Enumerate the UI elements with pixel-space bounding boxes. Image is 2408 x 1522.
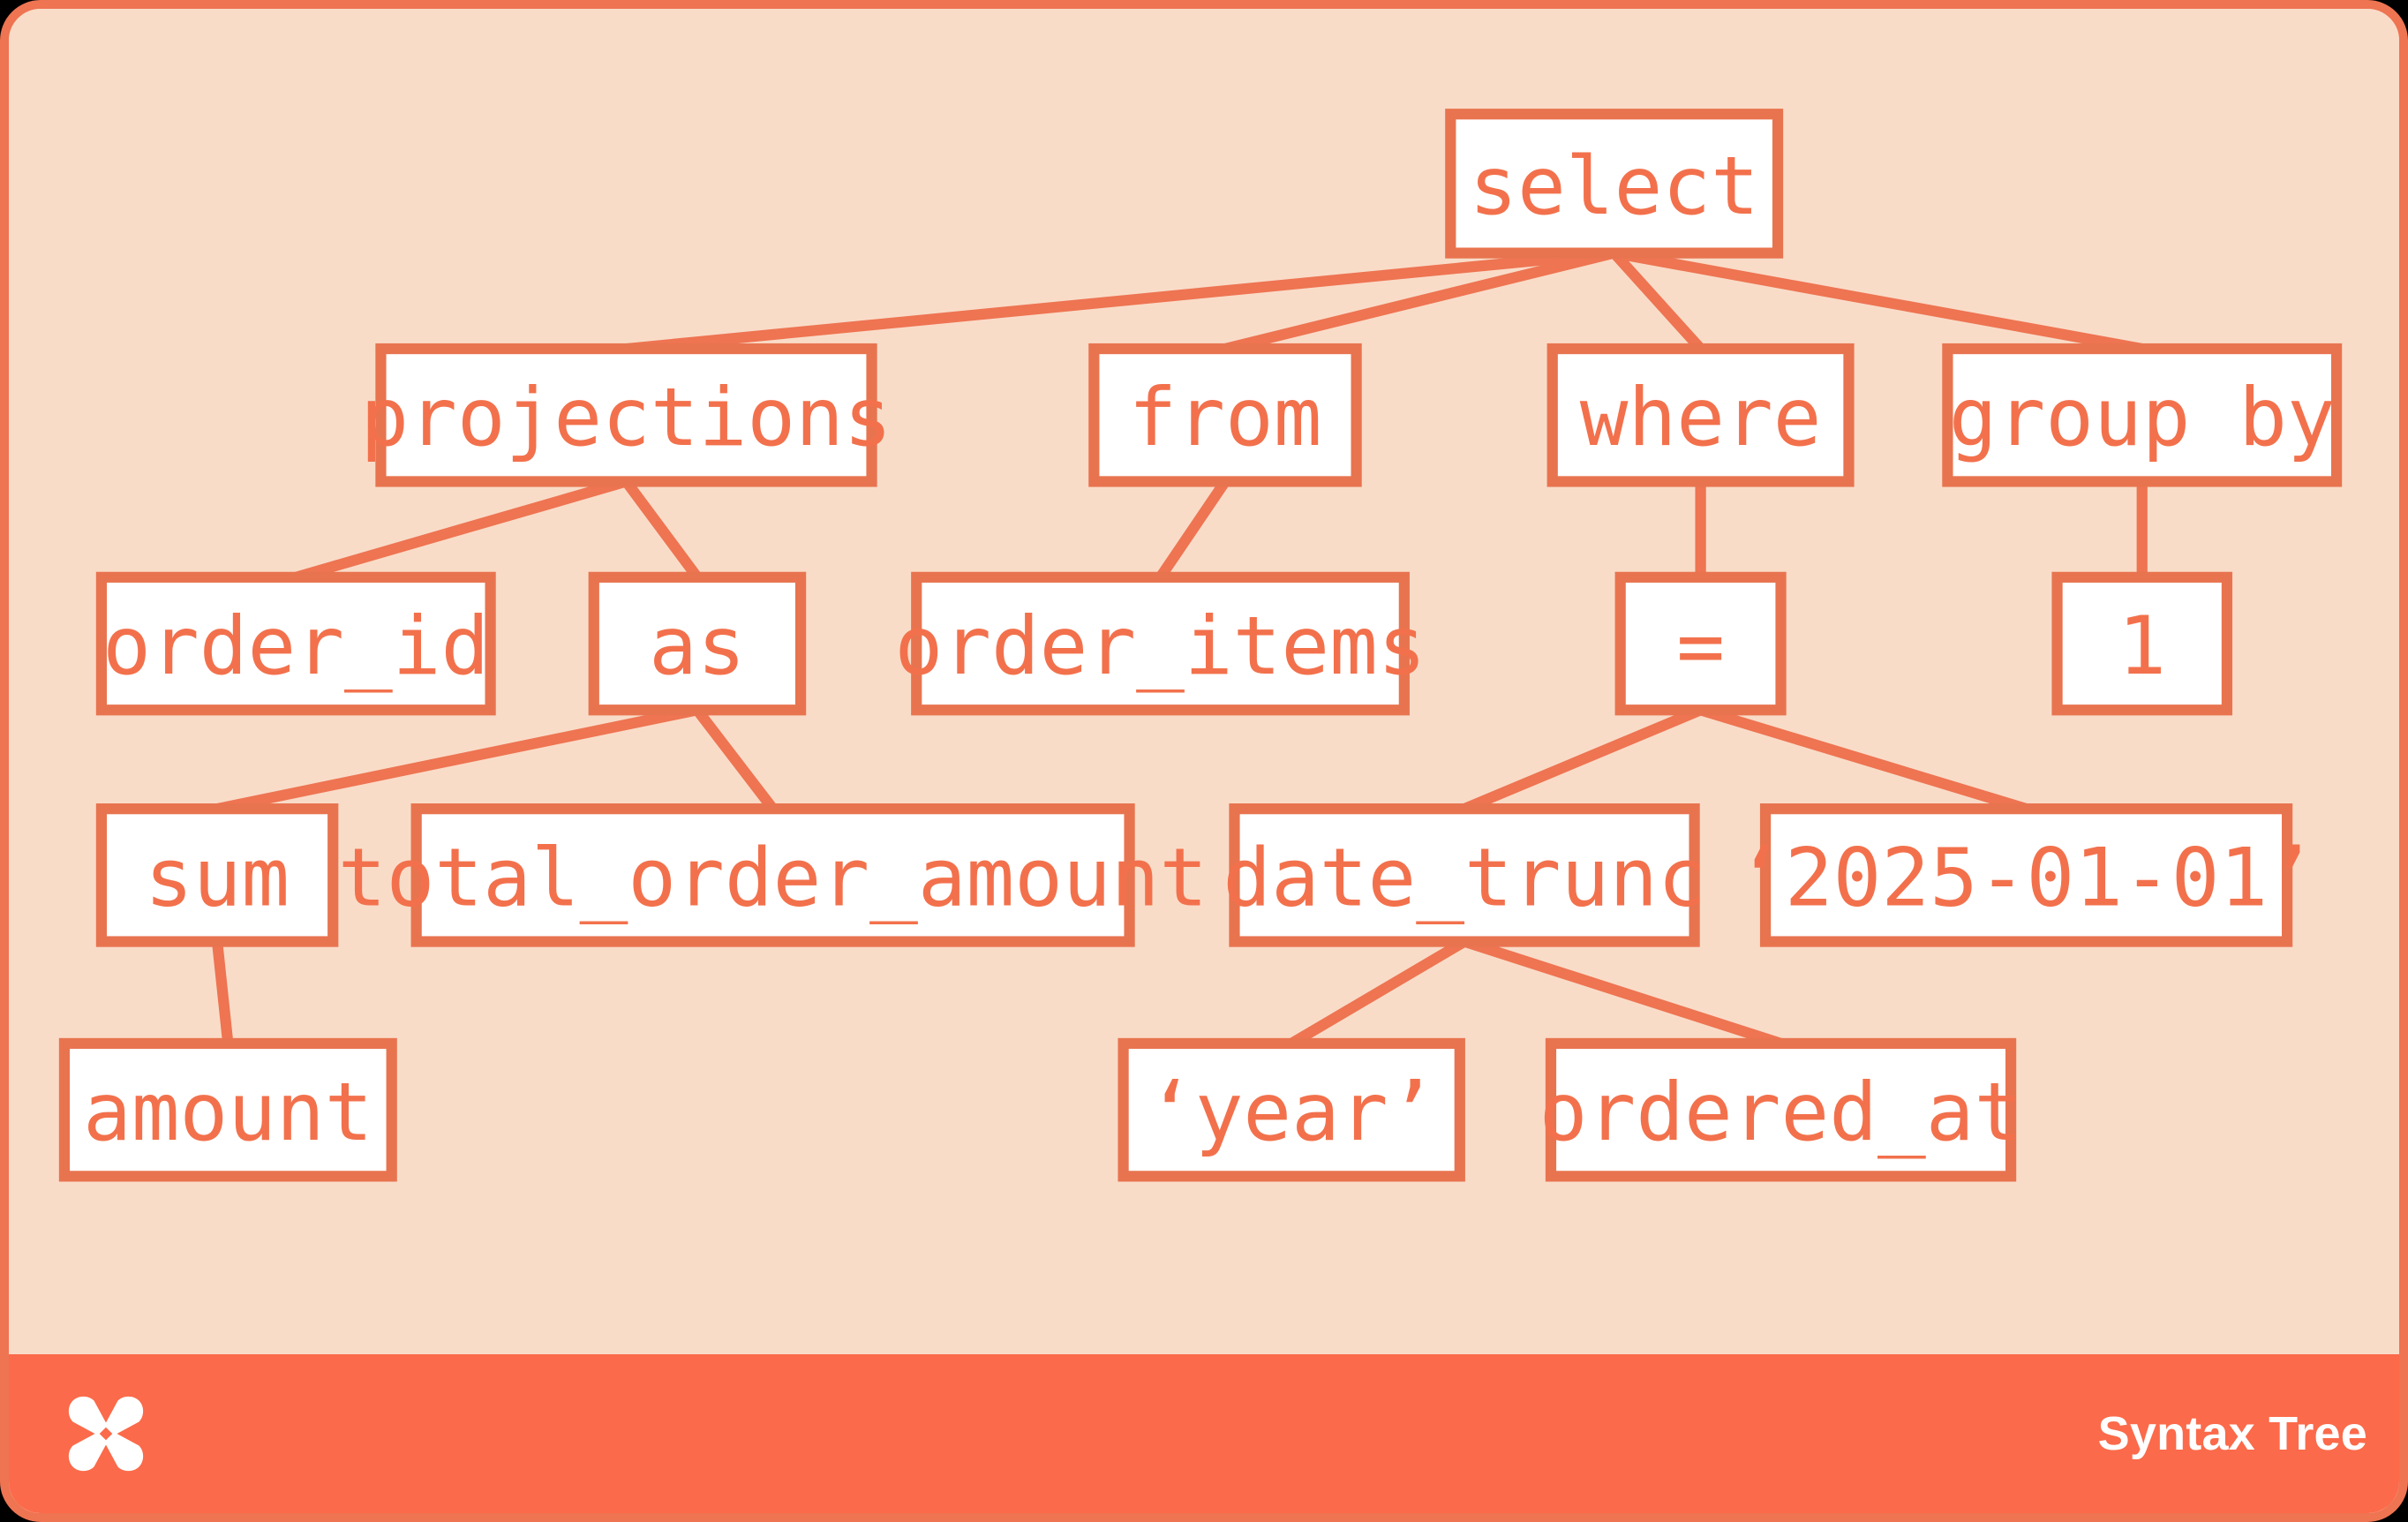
node-label: ‘year’	[1147, 1066, 1436, 1159]
node-label: total_order_amount	[338, 832, 1208, 924]
tree-node-projections[interactable]: projections	[360, 343, 892, 487]
node-label: 1	[2118, 600, 2166, 693]
node-label: projections	[360, 372, 892, 464]
tree-node-total_order_amount[interactable]: total_order_amount	[338, 803, 1208, 947]
tree-edge	[1698, 704, 2028, 815]
tree-node-eq[interactable]: =	[1614, 571, 1787, 716]
tree-edge	[693, 706, 778, 812]
tree-node-where[interactable]: where	[1546, 343, 1855, 487]
tree-node-as[interactable]: as	[588, 571, 807, 716]
tree-edge	[1613, 247, 2143, 355]
node-box	[1546, 343, 1855, 487]
node-label: ordered_at	[1539, 1066, 2022, 1159]
node-label: order_items	[894, 600, 1426, 693]
node-label: sum	[145, 832, 290, 924]
syntax-tree-svg: select projections from where group by order_…	[58, 109, 2343, 1182]
tree-node-one[interactable]: 1	[2051, 571, 2233, 716]
node-label: =	[1676, 600, 1725, 693]
node-box	[410, 803, 1135, 947]
x-star-logo-icon	[68, 1396, 144, 1472]
tree-node-date_trunc[interactable]: date_trunc	[1223, 803, 1706, 947]
tree-edge	[1155, 478, 1230, 581]
tree-node-sum[interactable]: sum	[95, 803, 339, 947]
tree-edge	[1223, 247, 1616, 354]
node-box	[58, 1037, 397, 1182]
node-box	[588, 571, 807, 716]
tree-node-year_literal[interactable]: ‘year’	[1117, 1037, 1465, 1182]
node-box	[1117, 1037, 1465, 1182]
node-label: where	[1580, 372, 1822, 464]
node-label: as	[649, 600, 745, 693]
tree-edge	[215, 704, 699, 815]
node-label: order_id	[102, 600, 489, 693]
tree-node-order_id[interactable]: order_id	[95, 571, 496, 716]
tree-edge	[1289, 937, 1468, 1049]
tree-node-date_literal[interactable]: ‘2025-01-01’	[1736, 803, 2316, 947]
node-box	[1942, 343, 2343, 487]
node-box	[1614, 571, 1787, 716]
tree-node-select[interactable]: select	[1445, 109, 1784, 259]
tree-node-amount[interactable]: amount	[58, 1037, 397, 1182]
tree-node-from[interactable]: from	[1088, 343, 1362, 487]
node-box	[95, 571, 496, 716]
node-box	[1545, 1037, 2017, 1182]
tree-nodes: select projections from where group by order_…	[58, 109, 2343, 1182]
tree-canvas: select projections from where group by order_…	[9, 9, 2399, 1377]
tree-edge	[294, 476, 628, 583]
tree-edge	[1463, 936, 1783, 1049]
node-label: group by	[1949, 372, 2336, 464]
node-box	[95, 803, 339, 947]
node-box	[1445, 109, 1784, 259]
tree-edge	[1610, 249, 1705, 353]
footer-bar: Syntax Tree	[9, 1354, 2399, 1513]
tree-node-order_items[interactable]: order_items	[894, 571, 1426, 716]
node-label: amount	[83, 1066, 372, 1159]
tree-edge	[211, 940, 234, 1044]
node-label: from	[1129, 372, 1322, 464]
node-label: select	[1469, 140, 1758, 233]
tree-edge	[621, 478, 702, 581]
footer-title: Syntax Tree	[2097, 1407, 2367, 1460]
node-box	[1229, 803, 1700, 947]
tree-edge	[625, 247, 1615, 355]
node-box	[1088, 343, 1362, 487]
tree-node-ordered_at[interactable]: ordered_at	[1539, 1037, 2022, 1182]
tree-node-group_by[interactable]: group by	[1942, 343, 2343, 487]
node-box	[1759, 803, 2293, 947]
node-label: ‘2025-01-01’	[1736, 832, 2316, 924]
tree-edge	[1462, 704, 1703, 814]
node-box	[911, 571, 1410, 716]
node-label: date_trunc	[1223, 832, 1705, 924]
node-box	[375, 343, 877, 487]
tree-edges	[211, 247, 2148, 1049]
node-box	[2051, 571, 2233, 716]
